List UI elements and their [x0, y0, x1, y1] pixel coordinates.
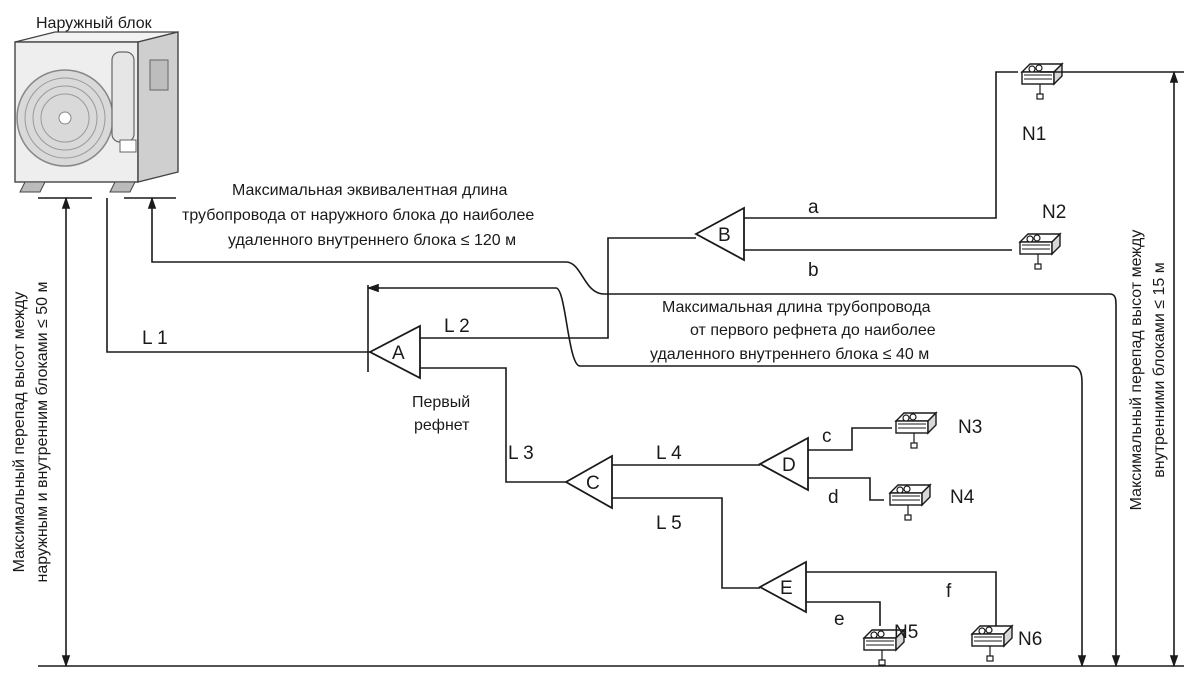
refnet-e: E: [758, 560, 807, 614]
refnet-a-label: A: [392, 343, 405, 364]
refnet-b: B: [694, 206, 745, 262]
note-equivalent-line1: Максимальная эквивалентная длина: [232, 182, 507, 199]
note-height-outdoor-line2: наружным и внутренним блоками ≤ 50 м: [34, 282, 51, 583]
pipe-l2-label: L 2: [444, 316, 470, 337]
pipe-l4-label: L 4: [656, 443, 682, 464]
indoor-unit-n4-label: N4: [950, 487, 975, 508]
pipe-f-label: f: [946, 581, 952, 602]
refnet-c-label: C: [586, 473, 600, 494]
indoor-unit-n1-label: N1: [1022, 124, 1046, 145]
note-height-indoor-line1: Максимальный перепад высот между: [1128, 230, 1145, 511]
dimension-lines: [38, 70, 1184, 668]
first-refnet-line1: Первый: [412, 394, 470, 411]
pipe-l5-label: L 5: [656, 513, 682, 534]
outdoor-unit-label: Наружный блок: [36, 15, 153, 32]
indoor-unit-n2-label: N2: [1042, 202, 1066, 223]
pipe-d-label: d: [828, 487, 839, 508]
indoor-unit-n6-label: N6: [1018, 629, 1042, 650]
note-height-indoor-indoor: Максимальный перепад высот между внутрен…: [1128, 230, 1168, 511]
indoor-unit-n3: [895, 412, 937, 449]
note-equivalent-line3: удаленного внутреннего блока ≤ 120 м: [228, 232, 516, 249]
pipe-l3-label: L 3: [508, 443, 534, 464]
first-refnet-line2: рефнет: [414, 417, 470, 434]
refnet-c: C: [564, 454, 613, 510]
pipe-e-label: e: [834, 609, 845, 630]
indoor-unit-n3-label: N3: [958, 417, 982, 438]
note-height-outdoor-line1: Максимальный перепад высот между: [11, 292, 28, 573]
note-equivalent-line2: трубопровода от наружного блока до наибо…: [182, 207, 534, 224]
note-refnet-line2: от первого рефнета до наиболее: [690, 322, 936, 339]
refnet-b-label: B: [718, 225, 731, 246]
indoor-unit-n2: [1019, 233, 1061, 270]
note-height-indoor-line2: внутренними блоками ≤ 15 м: [1151, 262, 1168, 477]
pipe-a-label: a: [808, 197, 819, 218]
indoor-unit-n4: [889, 484, 931, 521]
pipe-l1-label: L 1: [142, 328, 168, 349]
note-refnet-line1: Максимальная длина трубопровода: [662, 299, 931, 316]
indoor-unit-n1: [1021, 63, 1063, 100]
note-refnet-line3: удаленного внутреннего блока ≤ 40 м: [650, 346, 929, 363]
outdoor-unit: [14, 31, 179, 193]
indoor-unit-n5-label: N5: [894, 622, 918, 643]
pipe-c-label: c: [822, 426, 832, 447]
refnet-e-label: E: [780, 578, 793, 599]
note-height-outdoor-indoor: Максимальный перепад высот между наружны…: [11, 282, 51, 583]
refnet-d-label: D: [782, 455, 796, 476]
indoor-unit-n6: [971, 625, 1013, 662]
refnet-a: A: [368, 324, 421, 380]
refnet-d: D: [758, 436, 809, 492]
pipe-b-label: b: [808, 260, 819, 281]
